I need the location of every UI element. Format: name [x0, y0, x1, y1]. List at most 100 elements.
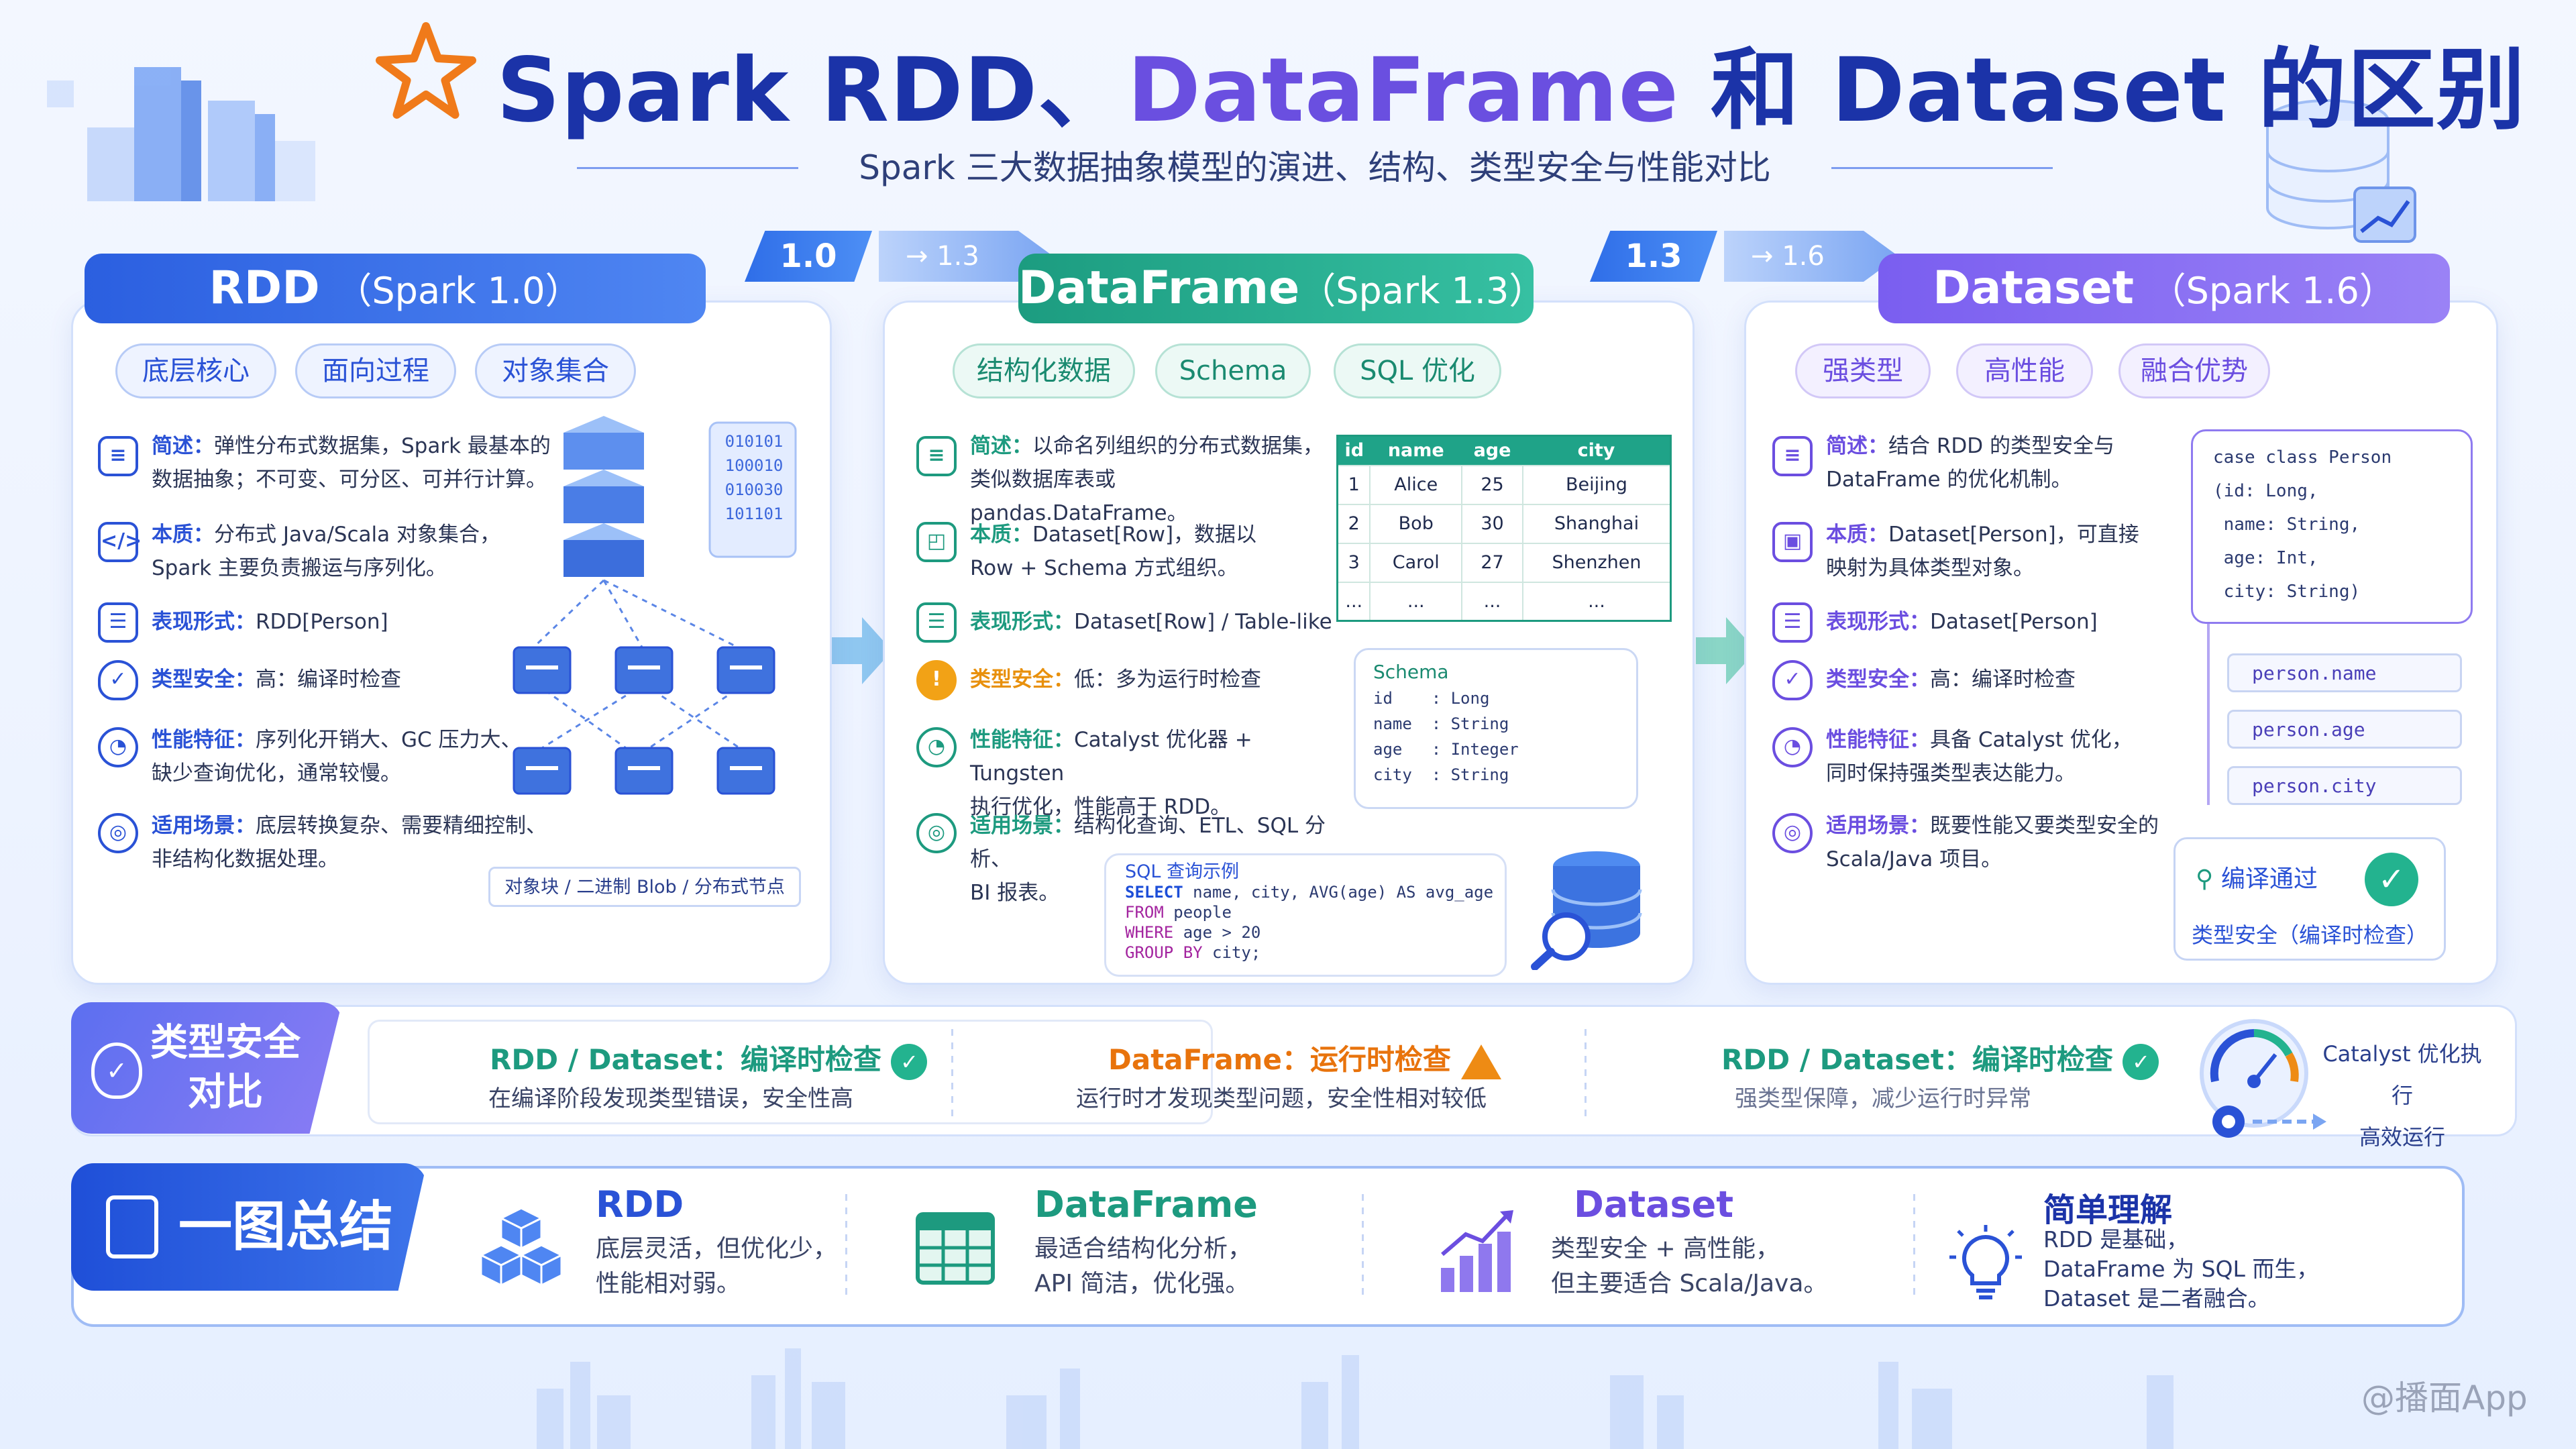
code-line: age: Int, — [2213, 548, 2318, 568]
rdd-feature-scenario: ◎适用场景：底层转换复杂、需要精细控制、非结构化数据处理。 — [98, 809, 581, 876]
check-circle-icon: ✓ — [2365, 853, 2418, 906]
rdd-title: RDD — [209, 262, 320, 315]
code-line: name: String, — [2213, 515, 2361, 535]
ts-item-desc: 强类型保障，减少运行时异常 — [1735, 1085, 2031, 1112]
rdd-feature-performance: ◔性能特征：序列化开销大、GC 压力大、缺少查询优化，通常较慢。 — [98, 723, 581, 790]
dataframe-tag: 结构化数据 — [953, 343, 1135, 398]
dataset-feature-typesafe: ✓类型安全：高：编译时检查 — [1772, 660, 2175, 700]
title-suffix: 和 Dataset 的区别 — [1679, 39, 2526, 142]
dataframe-tag: SQL 优化 — [1334, 343, 1501, 398]
summary-item-title: RDD — [596, 1183, 684, 1226]
ts-item-title: DataFrame：运行时检查 — [1108, 1037, 1501, 1079]
object-stack-icon — [564, 416, 644, 577]
cubes-illustration — [47, 67, 315, 201]
version-current: 1.3 — [1590, 231, 1717, 282]
database-illustration — [2266, 99, 2416, 243]
rdd-feature-typesafe: ✓类型安全：高：编译时检查 — [98, 660, 581, 700]
ts-item-desc: 在编译阶段发现类型错误，安全性高 — [488, 1085, 853, 1112]
subtitle-line-right — [1831, 167, 2053, 169]
subtitle-row: Spark 三大数据抽象模型的演进、结构、类型安全与性能对比 — [577, 142, 2053, 193]
flow-arrow-icon — [1696, 617, 1756, 684]
column-header: name — [1370, 435, 1462, 466]
table-grid-icon — [916, 1212, 995, 1285]
divider — [1362, 1194, 1364, 1301]
gauge-icon: ◔ — [916, 727, 957, 767]
version-next: → 1.6 — [1724, 231, 1898, 282]
compile-caption: 类型安全（编译时检查） — [2191, 922, 2428, 948]
summary-item-desc: 最适合结构化分析，API 简洁，优化强。 — [1034, 1235, 1252, 1297]
target-icon: ◎ — [916, 813, 957, 853]
compile-check-card: ⚲ 编译通过 ✓ 类型安全（编译时检查） — [2174, 837, 2446, 961]
shield-icon: ✓ — [98, 660, 138, 700]
version-current: 1.0 — [745, 231, 872, 282]
ts-item-title: RDD / Dataset：编译时检查 ✓ — [1721, 1037, 2159, 1080]
code-icon: </> — [98, 522, 142, 562]
compile-ok-label: ⚲ 编译通过 — [2196, 865, 2318, 893]
sql-title: SQL 查询示例 — [1125, 861, 1240, 882]
rdd-distribution-diagram — [513, 416, 797, 795]
summary-badge: 一图总结 — [71, 1163, 427, 1291]
document-icon: ≡ — [1772, 436, 1813, 476]
dataset-title: Dataset — [1933, 262, 2134, 315]
dataframe-feature-scenario: ◎适用场景：结构化查询、ETL、SQL 分析、BI 报表。 — [916, 809, 1346, 910]
dataframe-feature-form: ☰表现形式：Dataset[Row] / Table-like — [916, 602, 1346, 643]
watermark: @播面App — [2361, 1379, 2528, 1417]
warning-icon: ! — [916, 660, 957, 700]
rdd-panel-title: RDD （Spark 1.0） — [85, 254, 706, 323]
table-header-row: id name age city — [1337, 435, 1671, 466]
rdd-tag: 面向过程 — [295, 343, 456, 398]
summary-item-desc: 类型安全 + 高性能，但主要适合 Scala/Java。 — [1551, 1235, 1828, 1297]
list-icon: ☰ — [98, 602, 138, 643]
gauge-icon: ◔ — [98, 727, 138, 767]
dataframe-feature-typesafe: !类型安全：低：多为运行时检查 — [916, 660, 1346, 700]
type-safety-badge: ✓ 类型安全对比 — [71, 1002, 342, 1134]
dataframe-title: DataFrame — [1018, 262, 1300, 315]
rdd-version: （Spark 1.0） — [335, 270, 582, 312]
flow-arrow-icon — [832, 617, 892, 684]
sql-example-box: SQL 查询示例 SELECT name, city, AVG(age) AS … — [1104, 853, 1507, 977]
column-header: city — [1522, 435, 1671, 466]
list-icon: ☰ — [916, 602, 957, 643]
shield-icon: ✓ — [1772, 660, 1813, 700]
field-connector — [2207, 624, 2210, 805]
ts-item-title: RDD / Dataset：编译时检查 ✓ — [490, 1037, 928, 1080]
summary-badge-label: 一图总结 — [178, 1195, 393, 1258]
column-header: age — [1462, 435, 1523, 466]
simple-summary-title: 简单理解 — [2043, 1191, 2173, 1229]
type-safety-label: 类型安全对比 — [150, 1021, 301, 1114]
schema-line: name : String — [1373, 714, 1509, 733]
divider — [951, 1029, 953, 1116]
cubes-icon — [478, 1207, 564, 1287]
dataframe-version: （Spark 1.3） — [1299, 270, 1546, 312]
check-circle-icon: ✓ — [2123, 1044, 2159, 1080]
schema-box: Schema id : Long name : String age : Int… — [1354, 648, 1638, 809]
document-icon: ≡ — [98, 436, 138, 476]
rdd-feature-essence: </>本质：分布式 Java/Scala 对象集合，Spark 主要负责搬运与序… — [98, 518, 581, 585]
code-line: (id: Long, — [2213, 481, 2318, 501]
dataset-feature-performance: ◔性能特征：具备 Catalyst 优化，同时保持强类型表达能力。 — [1772, 723, 2175, 790]
summary-item-title: DataFrame — [1034, 1183, 1258, 1226]
image-row-icon: ◰ — [916, 522, 957, 562]
field-chip: person.age — [2227, 710, 2462, 749]
column-header: id — [1337, 435, 1371, 466]
list-icon: ☰ — [1772, 602, 1813, 643]
gauge-icon: ◔ — [1772, 727, 1813, 767]
schema-line: city : String — [1373, 765, 1509, 784]
title-prefix: Spark RDD、 — [496, 39, 1128, 142]
document-icon: ≡ — [916, 436, 957, 476]
database-search-icon — [1531, 851, 1642, 970]
simple-summary-lines: RDD 是基础，DataFrame 为 SQL 而生，Dataset 是二者融合… — [2043, 1226, 2319, 1311]
page-subtitle: Spark 三大数据抽象模型的演进、结构、类型安全与性能对比 — [859, 148, 1771, 187]
field-chip: person.name — [2227, 653, 2462, 692]
rdd-tag: 底层核心 — [115, 343, 276, 398]
warning-triangle-icon — [1460, 1044, 1501, 1079]
check-circle-icon: ✓ — [891, 1044, 928, 1080]
